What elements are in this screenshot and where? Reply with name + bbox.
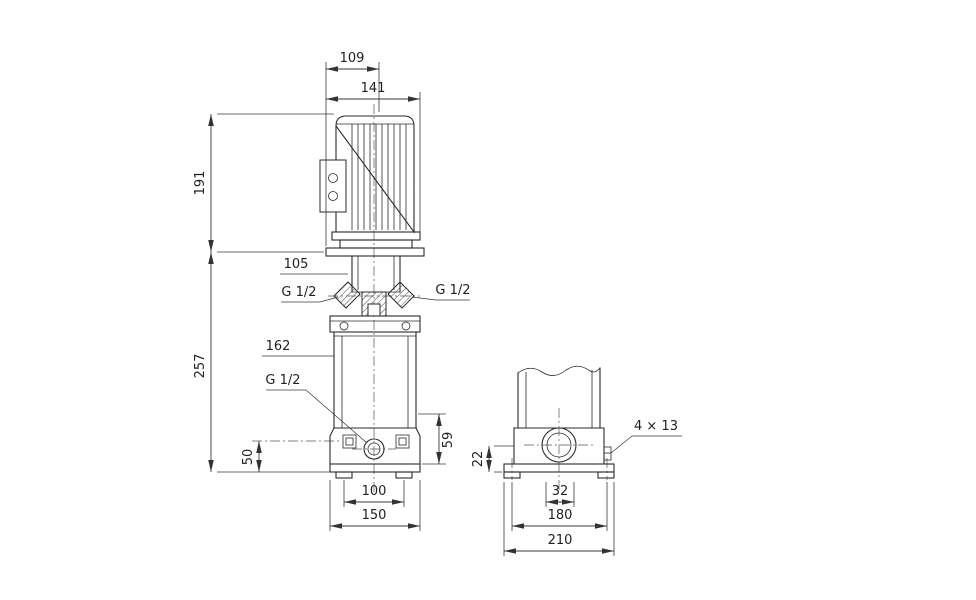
- dim-port-level: 162: [266, 339, 291, 354]
- flange-bolt-hole: [339, 321, 349, 331]
- motor-flange: [325, 231, 425, 257]
- pump-head: [329, 255, 421, 333]
- foot-right: [395, 471, 413, 479]
- dim-motor-top-width: 109: [340, 51, 365, 66]
- base-plate-side: [503, 463, 615, 479]
- side-centerlines: [511, 408, 608, 492]
- foot-left: [335, 471, 353, 479]
- head-flange: [329, 315, 421, 333]
- cable-entry-hole: [328, 191, 338, 201]
- side-view: [503, 365, 615, 492]
- cable-entry-hole: [328, 173, 338, 183]
- dim-drain-height: 50: [241, 449, 256, 466]
- dim-base-depth: 210: [548, 533, 573, 548]
- bolt-slot-tab: [603, 446, 612, 461]
- foot-front: [503, 471, 521, 479]
- dim-bolt-spacing-side: 180: [548, 508, 573, 523]
- base-plate-front: [329, 463, 421, 479]
- sleeve-broken-view: [517, 365, 601, 429]
- dim-base-width: 150: [362, 508, 387, 523]
- suction-port-circle: [541, 427, 577, 463]
- label-bolt-slot: 4 × 13: [634, 419, 678, 434]
- dim-pump-height: 257: [193, 354, 208, 379]
- port-boss-left: [333, 281, 361, 309]
- side-port-right: [395, 434, 410, 449]
- label-port-right: G 1/2: [435, 283, 470, 298]
- port-boss-right: [387, 281, 415, 309]
- dim-motor-height: 191: [193, 171, 208, 196]
- dim-port-offset: 32: [552, 484, 569, 499]
- dim-head-offset: 105: [284, 257, 309, 272]
- label-port-left: G 1/2: [281, 285, 316, 300]
- chamber-stack: [333, 331, 417, 429]
- flange-bolt-hole: [401, 321, 411, 331]
- dim-foot-height: 59: [441, 432, 456, 449]
- foot-back: [597, 471, 615, 479]
- front-view: [252, 104, 425, 494]
- dim-base-height: 22: [471, 451, 486, 468]
- terminal-box: [319, 159, 347, 213]
- drain-port-circle: [363, 438, 385, 460]
- motor: [319, 115, 425, 257]
- label-drain-port: G 1/2: [265, 373, 300, 388]
- side-port-left: [342, 434, 357, 449]
- pump-foot: [329, 427, 421, 465]
- front-dimensions: 109 141 191 105 G 1/2 G 1/2 162 G 1/2 25…: [193, 51, 471, 531]
- side-dimensions: 22 4 × 13 32 180 210: [471, 419, 682, 556]
- pump-foot-side: [513, 427, 612, 465]
- dim-bolt-spacing-front: 100: [362, 484, 387, 499]
- motor-fins: [351, 124, 407, 230]
- dim-motor-width: 141: [361, 81, 386, 96]
